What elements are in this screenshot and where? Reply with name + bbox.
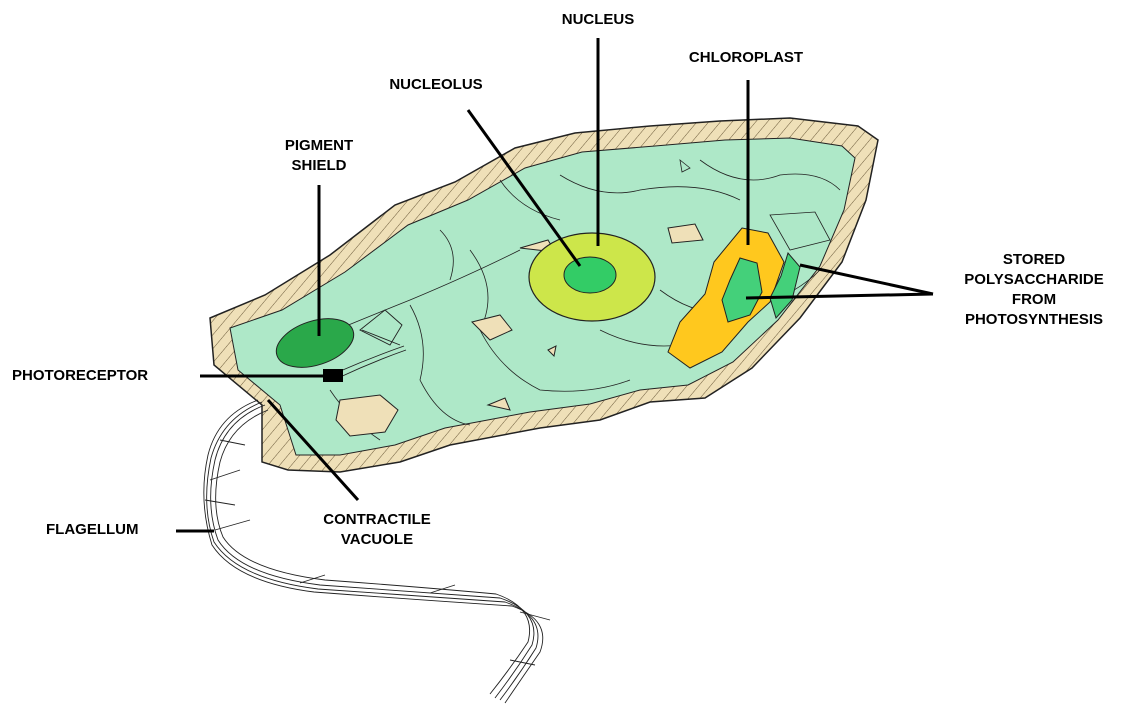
label-chloroplast: CHLOROPLAST <box>663 48 829 68</box>
photoreceptor <box>323 369 343 382</box>
label-pigment-shield-line2: SHIELD <box>268 156 370 176</box>
label-stored-polysaccharide: STORED POLYSACCHARIDE FROM PHOTOSYNTHESI… <box>936 250 1132 330</box>
label-nucleolus: NUCLEOLUS <box>372 75 500 95</box>
label-stored-polysaccharide-line4: PHOTOSYNTHESIS <box>936 310 1132 330</box>
label-nucleus: NUCLEUS <box>545 10 651 30</box>
label-photoreceptor: PHOTORECEPTOR <box>12 366 148 386</box>
label-contractile-vacuole: CONTRACTILE VACUOLE <box>312 510 442 550</box>
label-flagellum: FLAGELLUM <box>46 520 138 540</box>
label-contractile-vacuole-line2: VACUOLE <box>312 530 442 550</box>
label-pigment-shield-line1: PIGMENT <box>268 136 370 156</box>
nucleolus <box>564 257 616 293</box>
label-stored-polysaccharide-line1: STORED <box>936 250 1132 270</box>
label-stored-polysaccharide-line3: FROM <box>936 290 1132 310</box>
label-pigment-shield: PIGMENT SHIELD <box>268 136 370 176</box>
label-stored-polysaccharide-line2: POLYSACCHARIDE <box>936 270 1132 290</box>
label-contractile-vacuole-line1: CONTRACTILE <box>312 510 442 530</box>
